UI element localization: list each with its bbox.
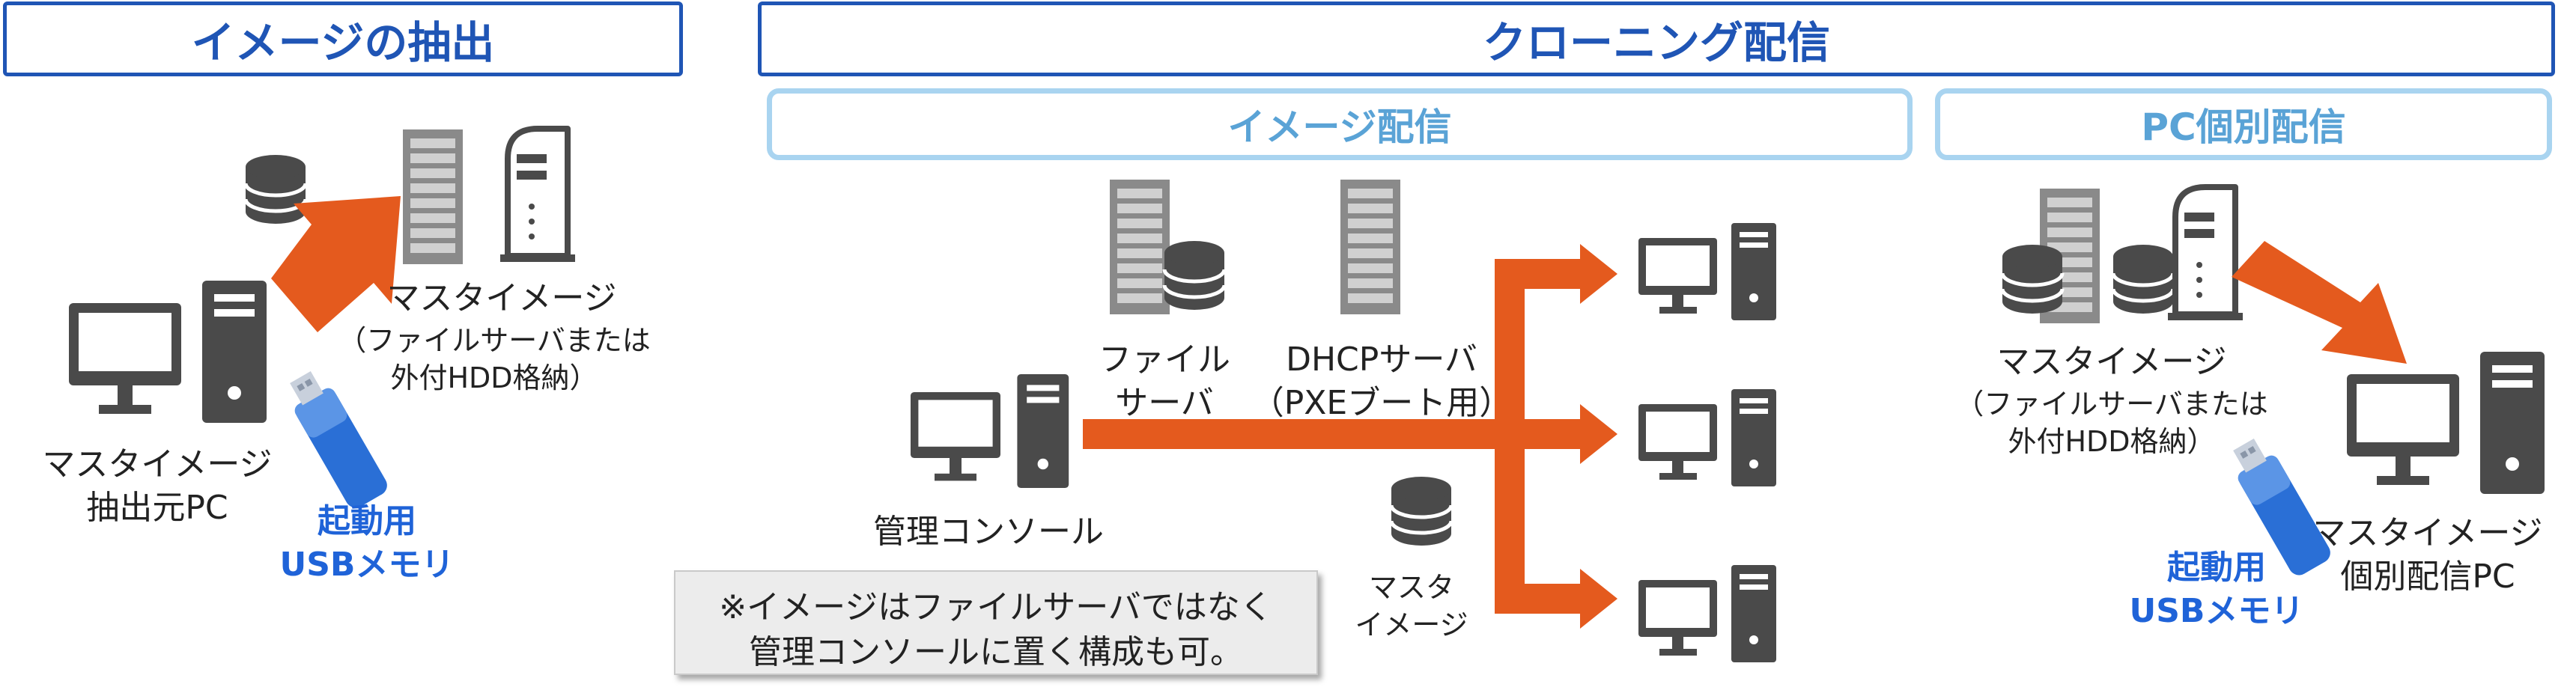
dhcp-server-label: DHCPサーバ （PXEブート用） <box>1251 341 1513 422</box>
dhcp-server-icon <box>1340 180 1400 314</box>
pc-delivery-master-image-label: マスタイメージ <box>1996 343 2227 381</box>
extract-section-title: イメージの抽出 <box>191 17 495 68</box>
boot-usb-label: 起動用 USBメモリ <box>279 502 455 584</box>
pc-delivery-boot-usb-label: 起動用 USBメモリ <box>2129 549 2304 630</box>
target-pc-icon-1 <box>1638 223 1776 320</box>
console-label: 管理コンソール <box>873 513 1104 551</box>
pc-delivery-database-icon-2 <box>2113 245 2173 314</box>
clone-section-header: クローニング配信 <box>758 1 2555 76</box>
image-delivery-header: イメージ配信 <box>767 88 1913 160</box>
database-icon <box>246 155 306 224</box>
target-pc-label: マスタイメージ 個別配信PC <box>2312 514 2543 596</box>
image-delivery-title: イメージ配信 <box>1227 106 1452 149</box>
console-pc-icon <box>911 374 1069 488</box>
extract-arrow-icon <box>271 196 401 332</box>
source-pc-label: マスタイメージ 抽出元PC <box>42 445 273 527</box>
pc-delivery-header: PC個別配信 <box>1935 88 2552 160</box>
target-pc-icon-3 <box>1638 565 1776 662</box>
file-server-database-icon <box>1164 241 1224 310</box>
rack-server-icon <box>403 129 463 264</box>
extract-section-header: イメージの抽出 <box>3 1 683 76</box>
distribution-arrow-icon <box>1083 244 1617 629</box>
source-pc-icon <box>69 281 267 423</box>
image-location-note: ※イメージはファイルサーバではなく 管理コンソールに置く構成も可。 <box>674 570 1318 675</box>
target-pc-icon-2 <box>1638 389 1776 486</box>
master-image-storage-note: （ファイルサーバまたは 外付HDD格納） <box>338 324 651 394</box>
master-image-db-label: マスタ イメージ <box>1355 571 1468 641</box>
pc-delivery-arrow-icon <box>2232 241 2407 364</box>
master-image-label: マスタイメージ <box>386 279 617 317</box>
pc-delivery-storage-note: （ファイルサーバまたは 外付HDD格納） <box>1955 388 2268 458</box>
clone-section-title: クローニング配信 <box>1482 17 1830 68</box>
file-server-label: ファイル サーバ <box>1099 341 1230 422</box>
pc-delivery-title: PC個別配信 <box>2141 106 2346 149</box>
target-pc-icon <box>2347 352 2545 494</box>
master-image-database-icon <box>1391 477 1451 546</box>
pc-delivery-database-icon-1 <box>2002 245 2062 314</box>
pc-delivery-tower-server-icon <box>2168 187 2243 320</box>
file-server-rack-icon <box>1110 180 1170 314</box>
tower-server-icon <box>500 129 575 262</box>
